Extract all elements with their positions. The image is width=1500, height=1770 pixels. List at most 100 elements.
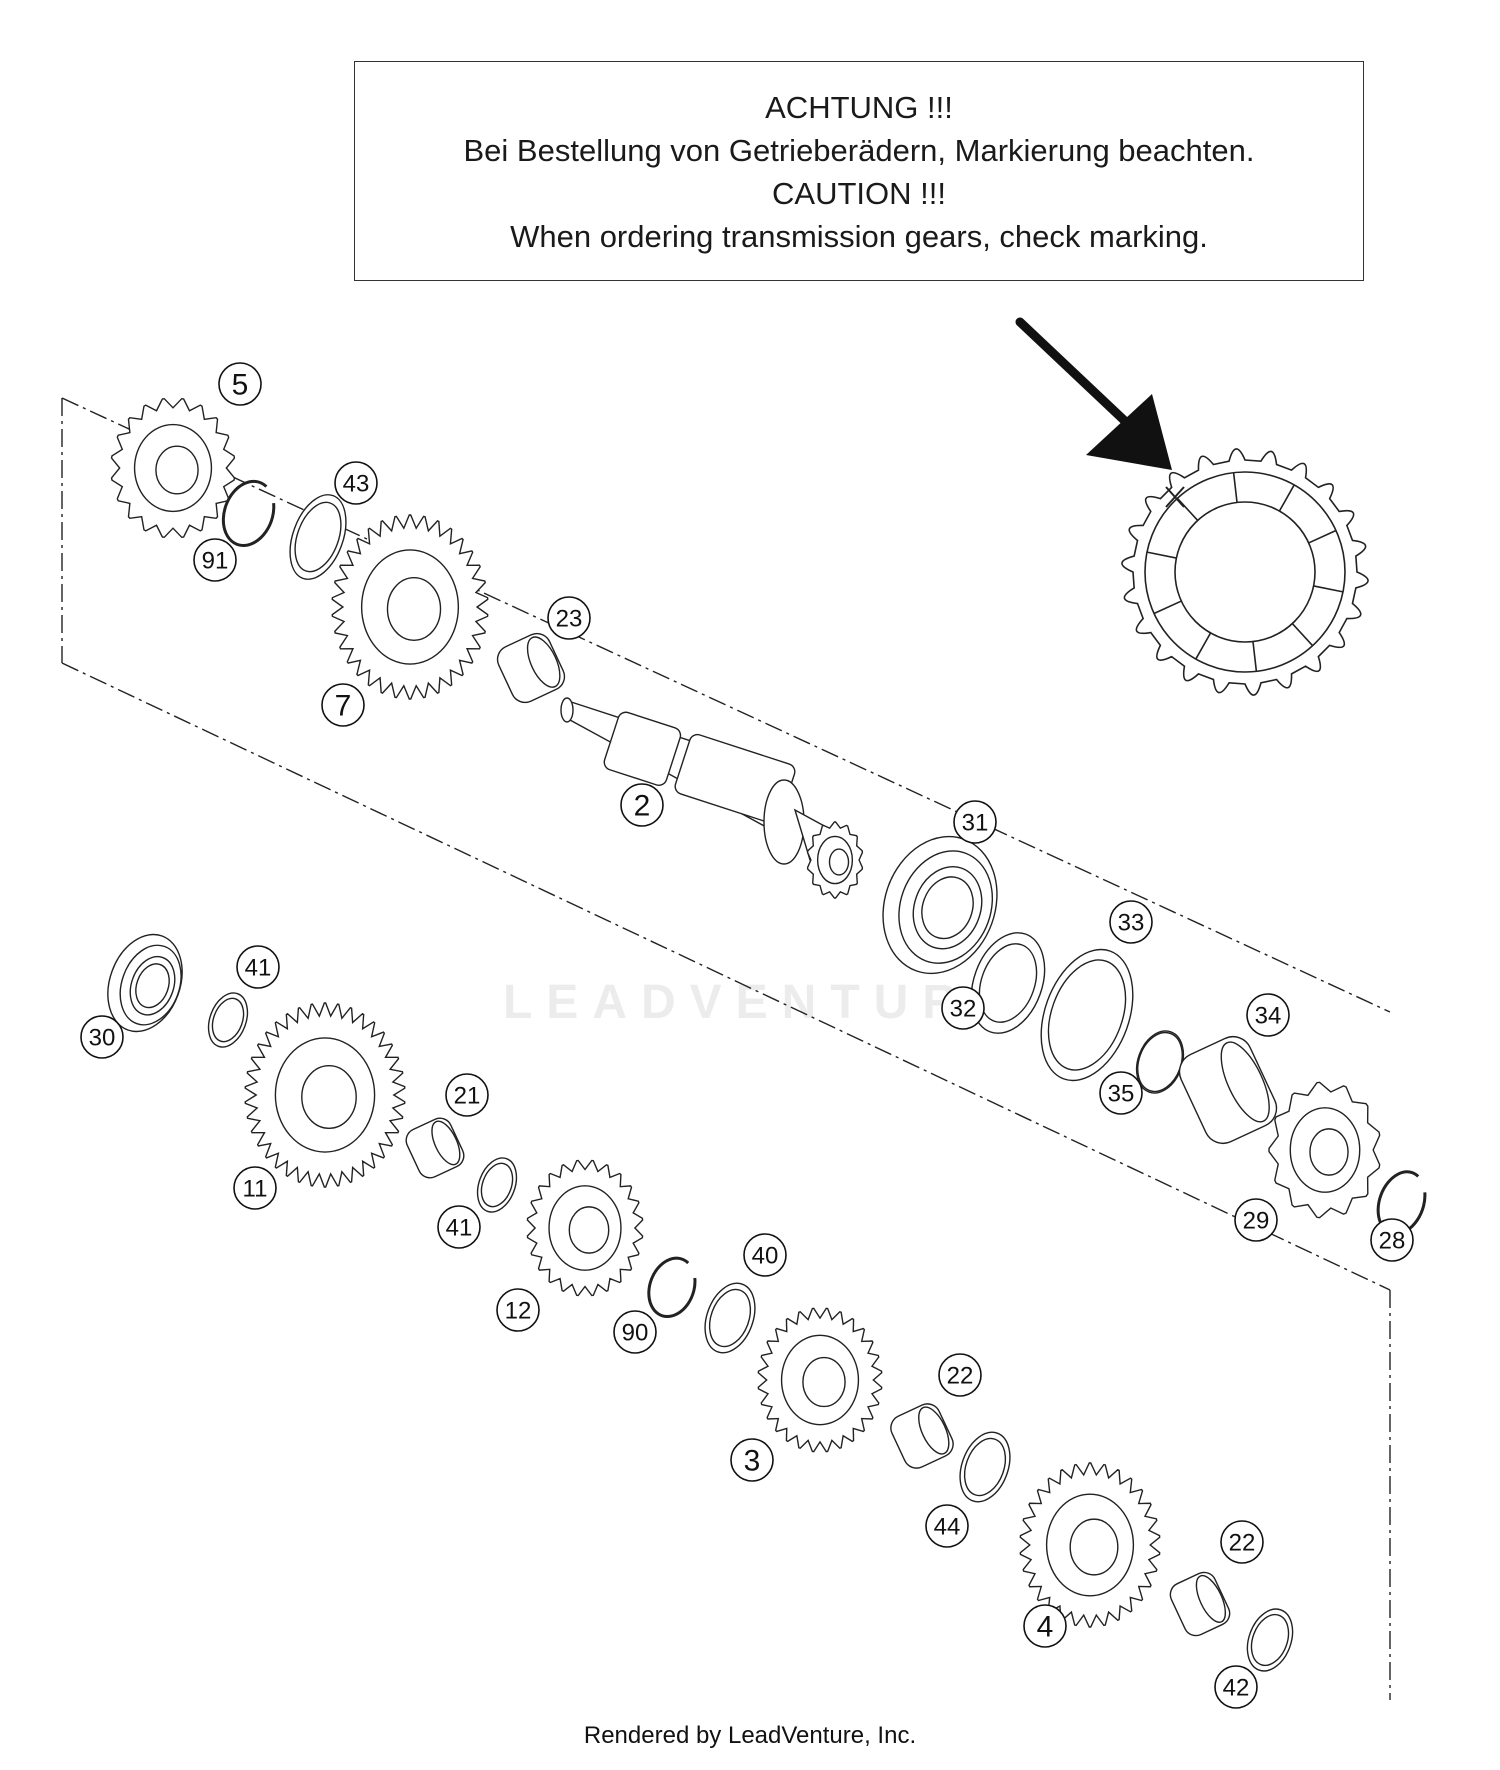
callout-label: 35 — [1108, 1081, 1135, 1108]
part-washer-41b — [476, 1157, 518, 1213]
callout-41b: 41 — [437, 1205, 481, 1249]
callout-29: 29 — [1234, 1198, 1278, 1242]
callout-label: 3 — [744, 1445, 761, 1478]
callout-label: 21 — [454, 1083, 481, 1110]
caution-notice: ACHTUNG !!! Bei Bestellung von Getrieber… — [354, 61, 1364, 281]
callout-33: 33 — [1109, 900, 1153, 944]
callout-label: 23 — [556, 606, 583, 633]
callout-label: 44 — [934, 1514, 961, 1541]
detail-gear-teeth — [1121, 448, 1369, 696]
callout-2: 2 — [620, 783, 664, 827]
part-washer-42 — [1246, 1608, 1294, 1672]
arrow-pointer — [1015, 317, 1172, 470]
callout-label: 7 — [335, 690, 352, 723]
part-washer-44 — [959, 1431, 1011, 1503]
callout-32: 32 — [941, 986, 985, 1030]
callout-23: 23 — [547, 596, 591, 640]
part-bushing-23 — [496, 632, 566, 704]
callout-label: 42 — [1223, 1675, 1250, 1702]
callout-label: 4 — [1037, 1611, 1054, 1644]
callout-40: 40 — [743, 1233, 787, 1277]
callout-90: 90 — [613, 1310, 657, 1354]
callout-22b: 22 — [1220, 1520, 1264, 1564]
callout-label: 90 — [622, 1320, 649, 1347]
callout-label: 30 — [89, 1025, 116, 1052]
callout-4: 4 — [1023, 1604, 1067, 1648]
part-gear-12 — [526, 1159, 644, 1297]
part-sprocket-29 — [1268, 1081, 1381, 1219]
callout-21: 21 — [445, 1073, 489, 1117]
callout-31: 31 — [953, 800, 997, 844]
callout-11: 11 — [233, 1166, 277, 1210]
callout-label: 2 — [634, 790, 651, 823]
detail-gear-dog — [1232, 472, 1238, 503]
detail-gear-dog — [1195, 632, 1212, 660]
callout-7: 7 — [321, 683, 365, 727]
notice-line-2: Bei Bestellung von Getrieberädern, Marki… — [463, 133, 1255, 168]
part-spacer-34 — [1178, 1035, 1278, 1145]
callout-91: 91 — [193, 538, 237, 582]
callout-30: 30 — [80, 1015, 124, 1059]
callout-44: 44 — [925, 1504, 969, 1548]
part-bushing-22a — [890, 1403, 954, 1469]
callout-label: 91 — [202, 548, 229, 575]
part-gear-7 — [331, 514, 489, 700]
part-washer-32 — [970, 932, 1046, 1034]
detail-gear-dog — [1278, 484, 1295, 512]
part-washer-40 — [704, 1282, 756, 1354]
part-shaft-2-pinion — [806, 821, 864, 899]
detail-gear-dog — [1291, 623, 1314, 647]
part-gear-5 — [110, 397, 236, 539]
detail-gear-dog — [1308, 529, 1337, 544]
detail-gear-face — [1144, 471, 1346, 673]
callout-label: 5 — [232, 369, 249, 402]
callout-43: 43 — [334, 461, 378, 505]
part-shaft-2 — [560, 697, 862, 871]
callout-35: 35 — [1099, 1071, 1143, 1115]
callout-label: 41 — [446, 1215, 473, 1242]
notice-line-3: CAUTION !!! — [772, 176, 946, 211]
callout-label: 11 — [243, 1176, 268, 1203]
part-gear-11 — [244, 1002, 406, 1188]
detail-gear-marking — [1121, 448, 1369, 696]
part-bearing-30 — [107, 933, 183, 1033]
footer-credit: Rendered by LeadVenture, Inc. — [583, 1722, 917, 1749]
boundary-lines — [61, 397, 1391, 1700]
notice-line-1: ACHTUNG !!! — [765, 90, 953, 125]
callout-label: 34 — [1255, 1003, 1282, 1030]
callout-label: 41 — [245, 955, 272, 982]
callout-5: 5 — [218, 362, 262, 406]
part-oring-35 — [1135, 1030, 1185, 1094]
part-gear-3 — [757, 1307, 883, 1453]
callout-label: 33 — [1118, 910, 1145, 937]
part-washer-41a — [207, 992, 249, 1048]
callout-label: 22 — [1229, 1530, 1256, 1557]
callout-label: 43 — [343, 471, 370, 498]
callout-12: 12 — [496, 1288, 540, 1332]
callout-label: 29 — [1243, 1208, 1270, 1235]
detail-gear-dog — [1146, 551, 1177, 559]
callout-label: 28 — [1379, 1228, 1406, 1255]
detail-gear-dog — [1313, 585, 1344, 593]
detail-gear-dog — [1153, 600, 1182, 615]
part-washer-43 — [289, 494, 347, 580]
callout-label: 31 — [962, 810, 989, 837]
marking-x — [1165, 486, 1185, 508]
notice-line-4: When ordering transmission gears, check … — [510, 219, 1208, 254]
part-circlip-91 — [221, 479, 276, 547]
part-gear-4 — [1019, 1462, 1161, 1628]
callout-3: 3 — [730, 1438, 774, 1482]
part-bushing-22b — [1169, 1571, 1231, 1637]
part-bushing-21 — [405, 1117, 465, 1179]
callout-label: 12 — [505, 1298, 532, 1325]
callout-34: 34 — [1246, 993, 1290, 1037]
callout-42: 42 — [1214, 1665, 1258, 1709]
detail-gear-dog — [1252, 641, 1258, 672]
callout-label: 32 — [950, 996, 977, 1023]
callout-28: 28 — [1370, 1218, 1414, 1262]
callout-label: 22 — [947, 1363, 974, 1390]
callout-label: 40 — [752, 1243, 779, 1270]
callout-22a: 22 — [938, 1353, 982, 1397]
detail-gear-bore — [1174, 501, 1316, 643]
